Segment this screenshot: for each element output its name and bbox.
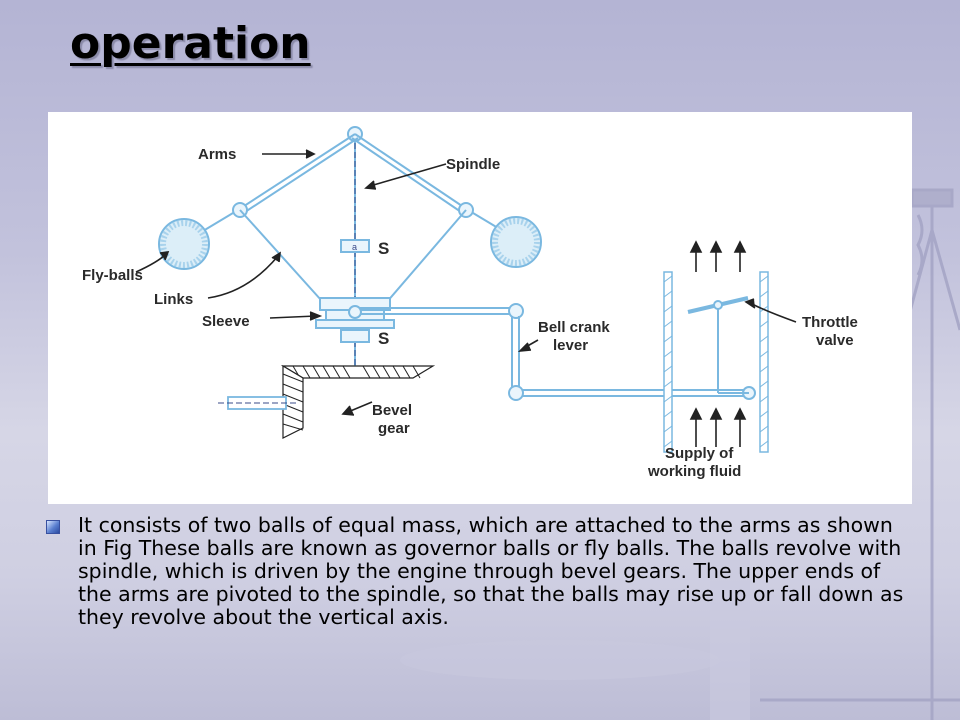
bullet-list: It consists of two balls of equal mass, …	[46, 514, 916, 629]
label-s-upper: S	[378, 239, 389, 258]
left-arm-edge	[241, 137, 359, 215]
label-fly-balls: Fly-balls	[82, 267, 143, 284]
pipe-wall-left-hatch	[663, 275, 673, 448]
bullet-item: It consists of two balls of equal mass, …	[46, 514, 916, 629]
left-arm	[237, 133, 356, 211]
left-link	[239, 209, 331, 311]
label-supply-of: Supply of	[665, 445, 734, 462]
collar-marker-a: a	[352, 242, 357, 252]
throttle-valve-pivot	[713, 300, 723, 310]
right-fly-ball	[490, 216, 542, 268]
label-links: Links	[154, 291, 193, 308]
outflow-arrows	[689, 240, 747, 272]
right-arm	[354, 133, 469, 211]
pipe-wall-left	[663, 271, 673, 453]
bevel-gear-teeth-horizontal	[292, 365, 421, 379]
inflow-arrows	[689, 407, 747, 447]
sleeve-bottom	[315, 319, 395, 329]
label-gear: gear	[378, 420, 410, 437]
right-fly-ball-texture	[492, 218, 540, 266]
pipe-wall-right	[759, 271, 769, 453]
left-fly-ball-texture	[160, 220, 208, 268]
sleeve-pivot	[348, 305, 362, 319]
label-valve: valve	[816, 332, 854, 349]
left-fly-ball	[158, 218, 210, 270]
label-sleeve: Sleeve	[202, 313, 250, 330]
right-link	[379, 209, 467, 311]
label-bevel: Bevel	[372, 402, 412, 419]
governor-diagram: a S S	[48, 112, 912, 504]
bell-crank-pivot-top	[508, 303, 524, 319]
right-arm-edge	[351, 137, 465, 215]
label-lever: lever	[553, 337, 588, 354]
label-throttle: Throttle	[802, 314, 858, 331]
bell-crank-pivot-bottom	[508, 385, 524, 401]
label-bell-crank: Bell crank	[538, 319, 610, 336]
label-spindle: Spindle	[446, 156, 500, 173]
label-arms: Arms	[198, 146, 236, 163]
bullet-marker-icon	[46, 520, 60, 534]
label-s-lower: S	[378, 329, 389, 348]
lower-collar	[340, 329, 370, 343]
leader-lines	[135, 149, 797, 416]
bullet-text: It consists of two balls of equal mass, …	[78, 513, 904, 629]
upper-collar	[340, 239, 370, 253]
slide-title: operation	[70, 18, 311, 69]
bevel-gear-horizontal	[280, 365, 436, 379]
label-working-fluid: working fluid	[647, 463, 741, 480]
